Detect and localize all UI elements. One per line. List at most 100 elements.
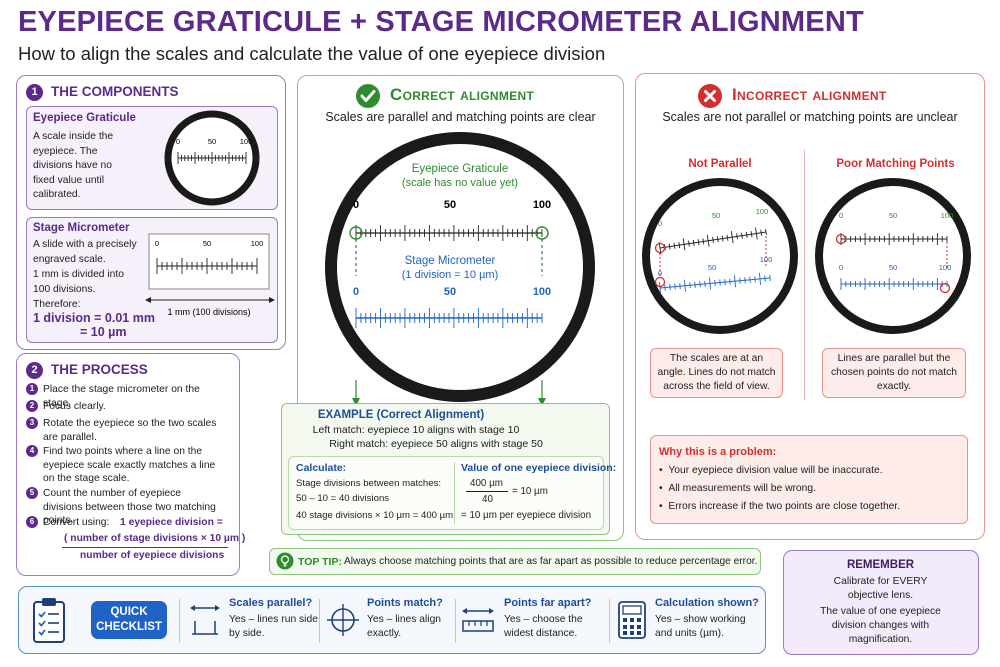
incorrect-subtitle: Scales are not parallel or matching poin… [662,110,958,124]
micrometer-card-title: Stage Micrometer [33,222,130,234]
problem-item-3: • Errors increase if the two points are … [659,501,901,512]
scale-tick [724,279,726,286]
scale-tick [668,243,671,250]
scale-tick [706,234,710,247]
not-parallel-note: The scales are at an angle. Lines do not… [650,348,783,398]
not-parallel-bottom-tick-50: 50 [708,263,716,272]
not-parallel-top-tick-50: 50 [712,211,720,220]
correct-micrometer-label-2: (1 division = 10 µm) [402,269,499,281]
problem-title: Why this is a problem: [659,446,777,458]
micrometer-span-label: 1 mm (100 divisions) [167,307,250,317]
problem-box [650,435,968,524]
scale-tick [689,282,691,289]
value-equals: = 10 µm [512,486,548,497]
scale-tick [754,276,756,283]
calculator-icon [618,601,646,639]
scale-tick [678,242,681,249]
poor-points-field-of-view: 0 50 100 0 50 100 [815,178,971,334]
scale-tick [688,240,690,247]
scale-tick [702,238,705,245]
correct-field-of-view: Eyepiece Graticule (scale has no value y… [325,132,595,402]
cross-icon [698,84,722,108]
correct-graticule-label-1: Eyepiece Graticule [412,163,509,175]
micrometer-result-2: = 10 µm [80,325,127,339]
calc-divider [454,462,455,524]
not-parallel-top-tick-0: 0 [658,219,662,228]
value-denominator: 40 [482,494,493,505]
incorrect-title: Incorrect alignment [732,85,887,104]
checklist-item-3-title: Points far apart? [504,597,592,609]
not-parallel-bottom-tick-100: 100 [760,255,773,264]
checklist-item-3-text: Yes – choose the widest distance. [504,614,583,639]
calc-line-1: Stage divisions between matches: [296,478,442,489]
scale-tick [669,284,671,291]
value-numerator: 400 µm [470,478,503,489]
calc-line-3: 40 stage divisions × 10 µm = 400 µm [296,510,454,521]
poor-points-bottom-tick-100: 100 [939,263,952,272]
top-tip-box [269,548,761,575]
page-title: EYEPIECE GRATICULE + STAGE MICROMETER AL… [18,6,864,38]
scale-tick [659,281,661,295]
process-panel [16,353,240,576]
scale-tick [736,233,738,240]
remember-line-1: Calibrate for EVERY objective lens. [833,576,928,601]
scale-tick [755,227,758,240]
scale-tick [721,235,724,242]
micrometer-slide-illustration: 0 50 100 1 mm (100 divisions) [145,233,275,317]
incorrect-divider [804,150,805,400]
remember-line-2: The value of one eyepiece division chang… [820,606,941,645]
formula-lhs: 1 eyepiece division = [120,517,223,528]
scale-tick [749,276,751,283]
not-parallel-top-tick-100: 100 [756,207,769,216]
scale-tick [714,279,716,287]
crosshair-icon [327,604,359,636]
scale-tick [694,281,696,288]
scale-tick [684,279,686,292]
scale-tick [759,272,761,285]
remember-box: REMEMBER Calibrate for EVERY objective l… [783,550,979,655]
process-heading-text: THE PROCESS [51,362,148,378]
remember-title: REMEMBER [846,559,915,571]
correct-micrometer-tick-50: 50 [444,286,456,298]
checklist-item-2-title: Points match? [367,597,443,609]
scale-tick [664,284,666,291]
graticule-card-title: Eyepiece Graticule [33,112,136,124]
micrometer-result-1: 1 division = 0.01 mm [33,311,155,325]
value-result: = 10 µm per eyepiece division [461,510,592,521]
ruler-icon [462,608,494,632]
scale-tick [692,239,695,246]
scale-tick [679,283,681,290]
checklist-separator [319,599,320,643]
scale-tick [673,242,676,249]
correct-graticule-tick-100: 100 [533,199,551,211]
scale-tick [704,280,706,287]
top-tip-text: Always choose matching points that are a… [344,556,758,567]
scale-tick [726,234,729,241]
graticule-tick-label-50: 50 [208,137,216,146]
poor-points-top-tick-0: 0 [839,211,843,220]
scale-tick [741,232,743,239]
scale-tick [674,283,676,290]
checklist-item-1-title: Scales parallel? [229,597,313,609]
checklist-item-4-title: Calculation shown? [655,597,759,609]
scale-tick [716,236,719,243]
graticule-tick-label-0: 0 [176,137,180,146]
formula-denominator: number of eyepiece divisions [80,550,225,561]
correct-graticule-tick-0: 0 [353,199,359,211]
poor-points-top-tick-100: 100 [941,211,954,220]
scale-tick [744,277,746,284]
formula-fraction-bar [62,547,228,548]
check-icon [356,84,380,108]
scale-tick [682,238,686,251]
problem-item-1: • Your eyepiece division value will be i… [659,465,883,476]
example-line-2: Right match: eyepiece 50 aligns with sta… [329,438,543,450]
scale-tick [734,275,736,288]
scale-tick [765,228,767,236]
value-title: Value of one eyepiece division: [461,462,617,474]
